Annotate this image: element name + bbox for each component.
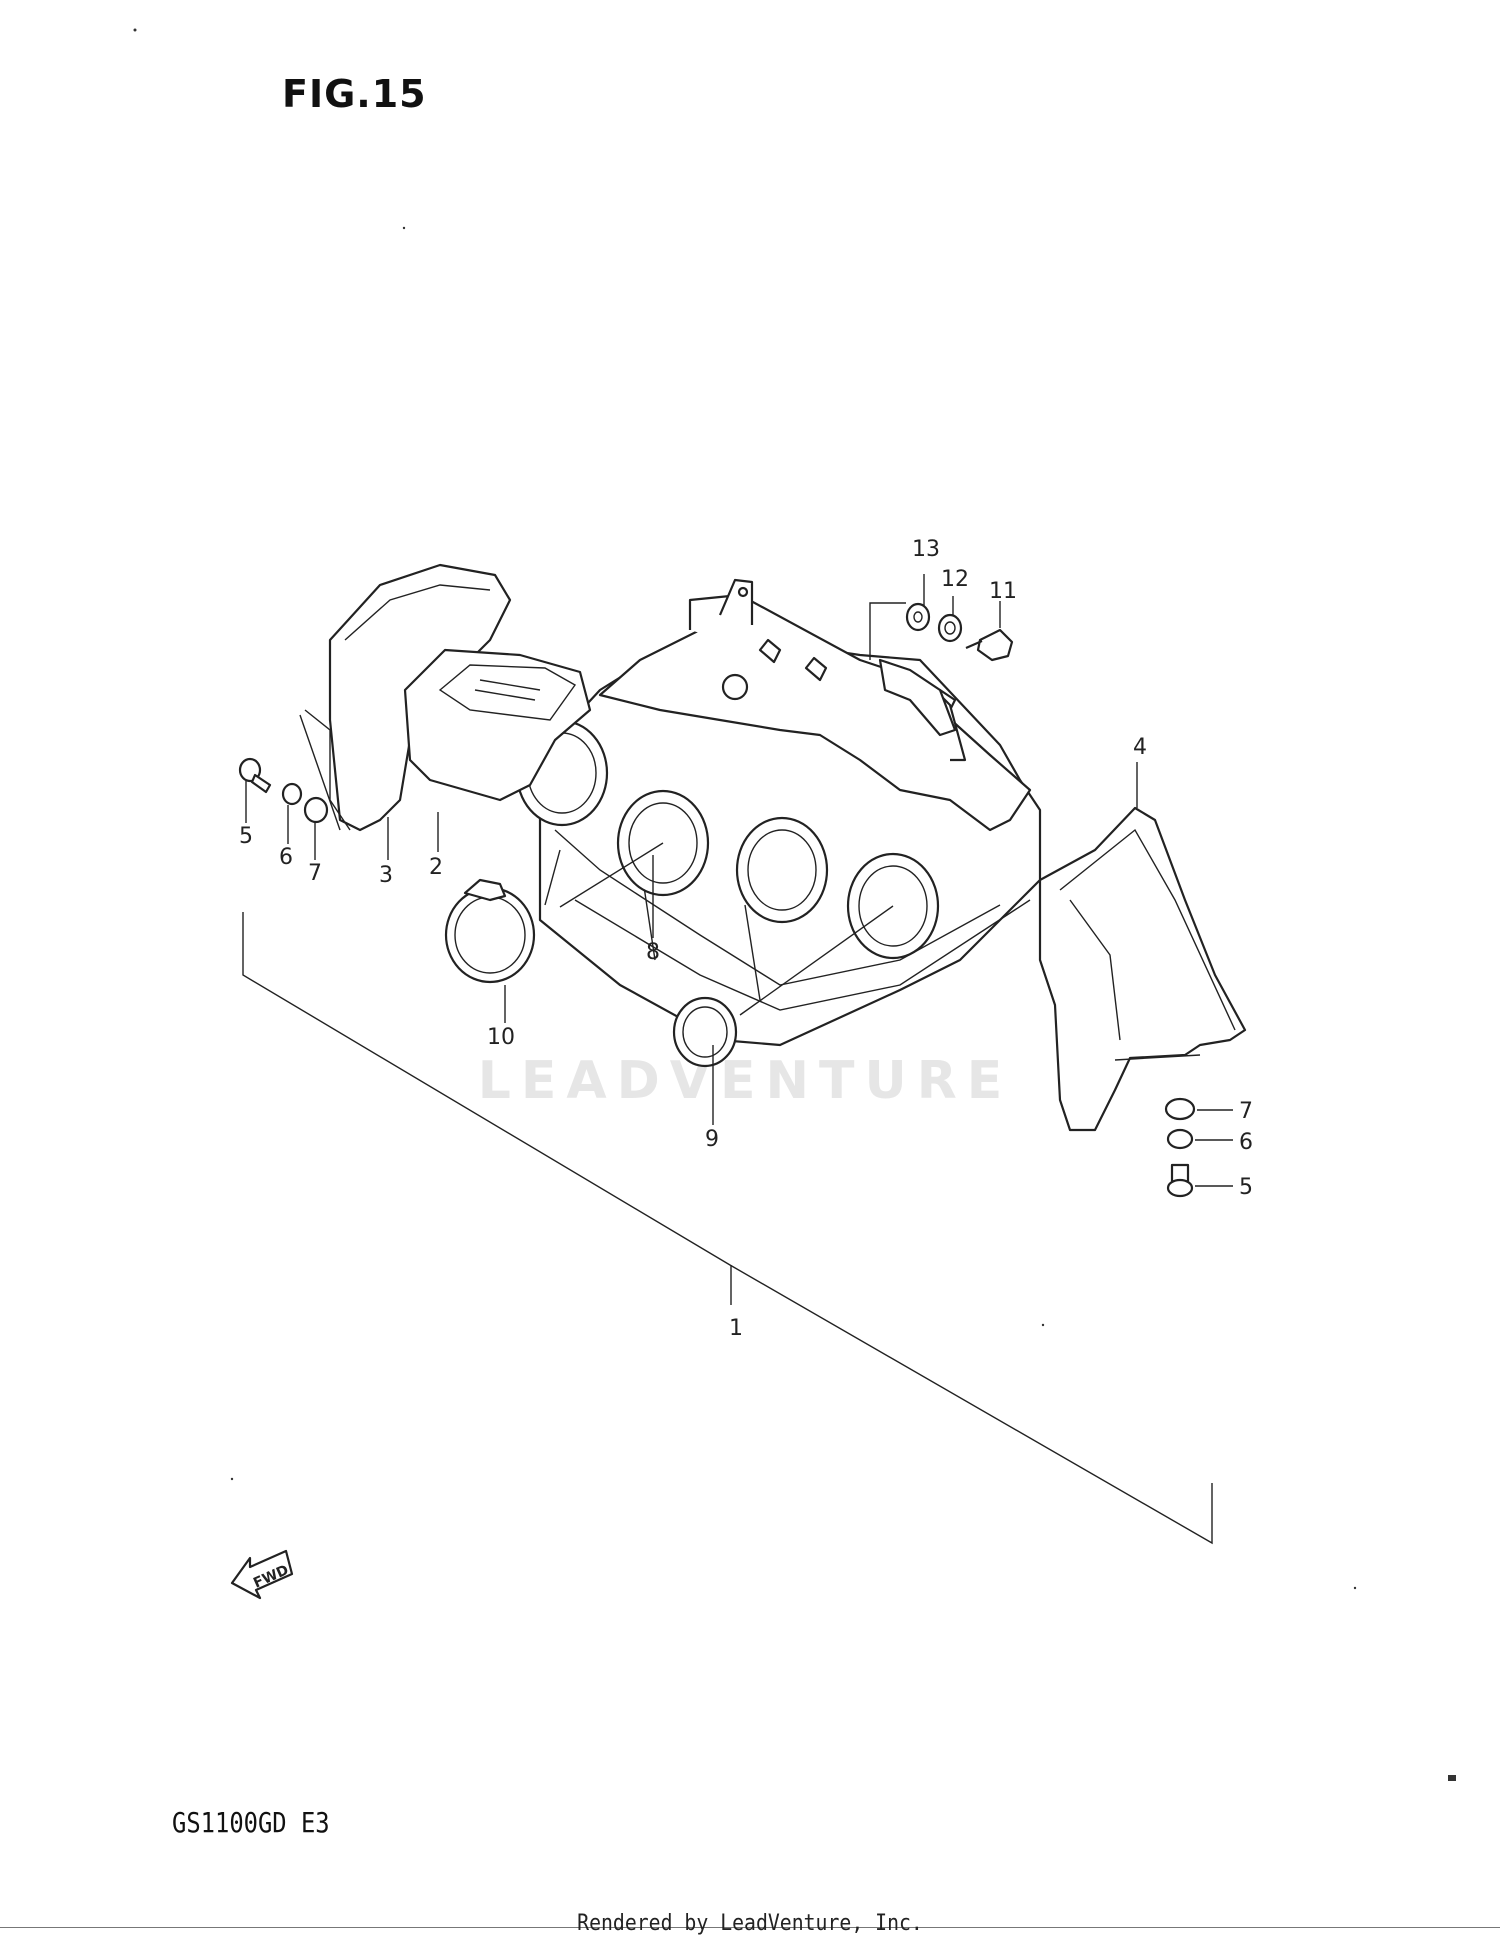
callout-10: 10 [487, 1025, 515, 1050]
filter-element [403, 648, 592, 802]
callout-4: 4 [1133, 735, 1147, 760]
leader-lines [245, 574, 1233, 1187]
callout-7-right: 7 [1239, 1099, 1253, 1124]
forward-arrow-icon: FWD [230, 1549, 294, 1600]
footer-divider [0, 1927, 1500, 1928]
assembly-bracket-1 [242, 912, 1213, 1545]
callout-12: 12 [941, 567, 969, 592]
left-fasteners [238, 757, 329, 824]
footer-credit: Rendered by LeadVenture, Inc. [577, 1911, 923, 1936]
right-fasteners [1164, 1097, 1196, 1198]
callout-6-left: 6 [279, 845, 293, 870]
callout-1: 1 [729, 1316, 743, 1341]
callout-7-left: 7 [308, 861, 322, 886]
callout-5-right: 5 [1239, 1175, 1253, 1200]
hose-clamp [444, 878, 536, 984]
callout-9: 9 [705, 1127, 719, 1152]
callout-8: 8 [646, 940, 660, 965]
callout-3: 3 [379, 863, 393, 888]
model-code: GS1100GD E3 [172, 1806, 330, 1839]
figure-title: FIG.15 [282, 72, 427, 116]
right-inlet-duct [1038, 806, 1247, 1132]
callout-labels: 13 12 11 4 5 6 7 3 2 8 10 9 7 6 5 1 [239, 537, 1253, 1341]
watermark-text: LEADVENTURE [478, 1051, 1013, 1111]
air-cleaner-case [538, 578, 1042, 1047]
callout-6-right: 6 [1239, 1130, 1253, 1155]
callout-13: 13 [912, 537, 940, 562]
callout-11: 11 [989, 579, 1017, 604]
sealing-ring [672, 996, 738, 1068]
callout-5-left: 5 [239, 824, 253, 849]
callout-2: 2 [429, 855, 443, 880]
footer: Rendered by LeadVenture, Inc. [0, 1911, 1500, 1941]
scan-specks [133, 28, 1456, 1781]
top-fasteners [905, 602, 1014, 662]
